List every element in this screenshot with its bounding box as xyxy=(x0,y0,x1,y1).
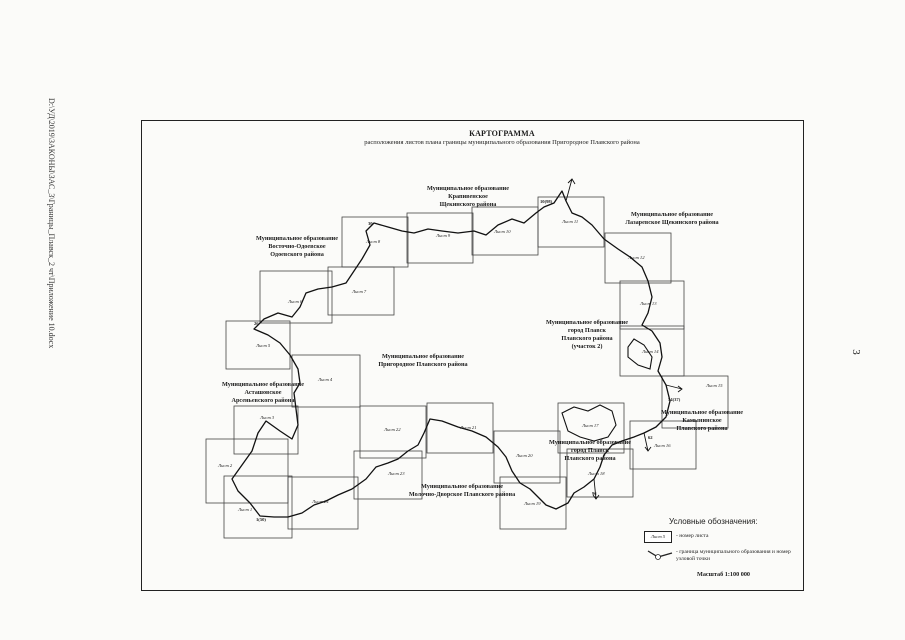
node-label-10-98: 10(98) xyxy=(540,199,553,204)
map-graphic xyxy=(205,178,729,560)
sheet-frame-9 xyxy=(406,212,474,264)
node-label-30: 30 xyxy=(368,221,373,226)
map-scale: Масштаб 1:100 000 xyxy=(697,571,751,578)
municipality-label-lazarevskoe: Муниципальное образование Лазаревское Ще… xyxy=(625,211,719,226)
map-title: КАРТОГРАММА xyxy=(469,129,535,138)
sheet-frame-17 xyxy=(557,402,625,454)
node-label-26: 26 xyxy=(254,321,259,326)
sheet-label-19: Лист 19 xyxy=(524,501,541,506)
sheet-frame-2 xyxy=(205,438,289,504)
municipality-label-krapivenskoe: Муниципальное образование Крапивенское Щ… xyxy=(427,185,509,208)
sheet-label-17: Лист 17 xyxy=(582,423,599,428)
sheet-label-5: Лист 5 xyxy=(256,343,271,348)
sheet-frame-4 xyxy=(291,354,361,408)
arrow-south-1 xyxy=(643,432,652,452)
sheet-label-22: Лист 22 xyxy=(384,427,401,432)
municipality-label-vostochno-odoevskoe: Муниципальное образование Восточно-Одоев… xyxy=(256,235,338,258)
sheet-frame-6 xyxy=(259,270,333,324)
sheet-label-15: Лист 15 xyxy=(706,383,723,388)
sheet-frame-12 xyxy=(604,232,672,284)
municipality-label-astashovskoe: Муниципальное образование Асташовское Ар… xyxy=(222,381,304,404)
plavsk-section-1 xyxy=(561,404,617,442)
arrow-north xyxy=(565,178,576,202)
sheet-frame-16 xyxy=(629,420,697,470)
legend-node-sample xyxy=(655,554,661,560)
sheet-frame-11 xyxy=(537,196,605,248)
sheet-label-13: Лист 13 xyxy=(640,301,657,306)
legend-boundary-desc: - граница муниципального образования и н… xyxy=(676,549,791,562)
sheet-label-20: Лист 20 xyxy=(516,453,533,458)
node-label-62: 62 xyxy=(648,435,653,440)
sheet-label-23: Лист 23 xyxy=(388,471,405,476)
sheet-label-21: Лист 21 xyxy=(460,425,477,430)
arrow-south-2 xyxy=(592,478,600,500)
sheet-frame-18 xyxy=(566,448,634,498)
legend-sheet-swatch: Лист 5 xyxy=(644,531,672,543)
municipality-label-plavsk-2: Муниципальное образование город Плавск П… xyxy=(546,319,628,350)
sheet-frame-20 xyxy=(493,430,561,484)
sheet-frame-1 xyxy=(223,475,293,539)
plavsk-section-2 xyxy=(627,338,653,370)
legend-sheet-desc: - номер листа xyxy=(676,533,709,539)
sheet-label-7: Лист 7 xyxy=(352,289,367,294)
sheet-label-11: Лист 11 xyxy=(562,219,579,224)
legend-graphics xyxy=(647,550,673,560)
sheet-label-18: Лист 18 xyxy=(588,471,605,476)
sheet-label-2: Лист 2 xyxy=(218,463,233,468)
sheet-frame-5 xyxy=(225,320,291,370)
map-frame: КАРТОГРАММА расположения листов плана гр… xyxy=(141,120,804,591)
legend-title: Условные обозначения: xyxy=(669,517,758,526)
municipality-label-prigorodnoe: Муниципальное образование Пригородное Пл… xyxy=(378,353,468,368)
sheet-label-24: Лист 24 xyxy=(312,499,329,504)
sheet-label-12: Лист 12 xyxy=(628,255,645,260)
node-label-1-50: 1(50) xyxy=(256,517,266,522)
sheet-label-1: Лист 1 xyxy=(238,507,253,512)
municipality-label-plavsk: Муниципальное образование город Плавск П… xyxy=(549,439,631,462)
file-path-stamp: D:\УД\2019\ЗАКОНЫ\ЗАС_3\Границы_Плавск_2… xyxy=(47,98,56,349)
map-subtitle: расположения листов плана границы муници… xyxy=(364,139,640,146)
sheet-label-8: Лист 8 xyxy=(366,239,381,244)
sheet-frame-21 xyxy=(426,402,494,454)
sheet-frame-23 xyxy=(353,450,423,500)
sheet-label-3: Лист 3 xyxy=(260,415,275,420)
sheet-label-9: Лист 9 xyxy=(436,233,451,238)
sheet-frame-15 xyxy=(661,375,729,429)
sheet-frame-24 xyxy=(287,476,359,530)
sheet-label-10: Лист 10 xyxy=(494,229,511,234)
sheet-frame-19 xyxy=(499,476,567,530)
municipality-label-molochno-dvorskoe: Муниципальное образование Молочно-Дворск… xyxy=(408,483,516,498)
sheet-label-4: Лист 4 xyxy=(318,377,333,382)
arrow-east xyxy=(665,384,683,393)
node-label-54-37: 54(37) xyxy=(668,397,681,402)
sheet-frame-14 xyxy=(619,325,685,377)
sheet-label-6: Лист 6 xyxy=(288,299,303,304)
node-label-96: 96 xyxy=(592,491,597,496)
sheet-frame-22 xyxy=(359,405,427,459)
sheet-label-16: Лист 16 xyxy=(654,443,671,448)
sheet-frame-8 xyxy=(341,216,409,268)
sheet-frame-13 xyxy=(619,280,685,330)
municipality-label-kamyninskoe: Муниципальное образование Камынинское Пл… xyxy=(661,409,743,432)
page-number: 3 xyxy=(849,349,862,355)
sheet-frame-3 xyxy=(233,405,299,455)
boundary-line xyxy=(231,190,671,518)
sheet-label-14: Лист 14 xyxy=(642,349,659,354)
